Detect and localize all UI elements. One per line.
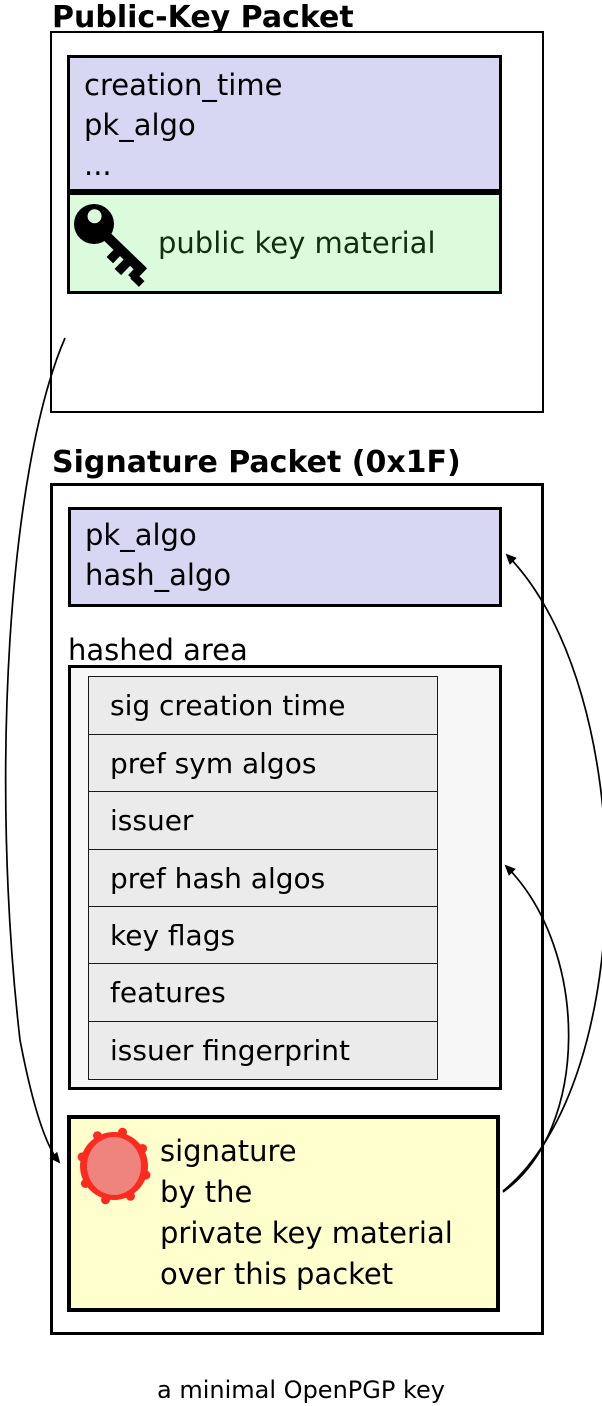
subpacket-row: sig creation time	[88, 676, 438, 736]
public-key-material-label: public key material	[158, 225, 436, 260]
field-label: pk_algo	[84, 108, 196, 142]
signature-field-list: pk_algo hash_algo	[85, 515, 499, 595]
signature-description-line: over this packet	[160, 1257, 394, 1291]
diagram-caption: a minimal OpenPGP key	[157, 1376, 445, 1404]
field-label: creation_time	[84, 68, 283, 102]
subpacket-row: pref hash algos	[88, 848, 438, 908]
hashed-area-label: hashed area	[68, 633, 248, 667]
signature-fields-box: pk_algo hash_algo	[68, 507, 502, 607]
subpacket-row: pref sym algos	[88, 733, 438, 793]
subpacket-row: features	[88, 963, 438, 1023]
signature-description-line: signature	[160, 1134, 297, 1168]
seal-icon	[77, 1127, 151, 1205]
field-label: hash_algo	[85, 558, 232, 592]
public-key-fields-box: creation_time pk_algo...	[67, 55, 502, 192]
field-label: ...	[84, 148, 112, 182]
signature-description-line: by the	[160, 1175, 253, 1209]
public-key-packet-title: Public-Key Packet	[52, 0, 354, 35]
signature-description-line: private key material	[160, 1216, 453, 1250]
subpacket-row: issuer	[88, 791, 438, 851]
subpacket-row: key flags	[88, 906, 438, 966]
public-key-field-list: creation_time pk_algo...	[84, 65, 499, 185]
signature-description: signature by the private key material over …	[160, 1131, 453, 1295]
field-label: pk_algo	[85, 518, 197, 552]
signature-packet-title: Signature Packet (0x1F)	[52, 445, 461, 480]
subpacket-row: issuer fingerprint	[88, 1020, 438, 1080]
key-icon	[74, 204, 148, 287]
